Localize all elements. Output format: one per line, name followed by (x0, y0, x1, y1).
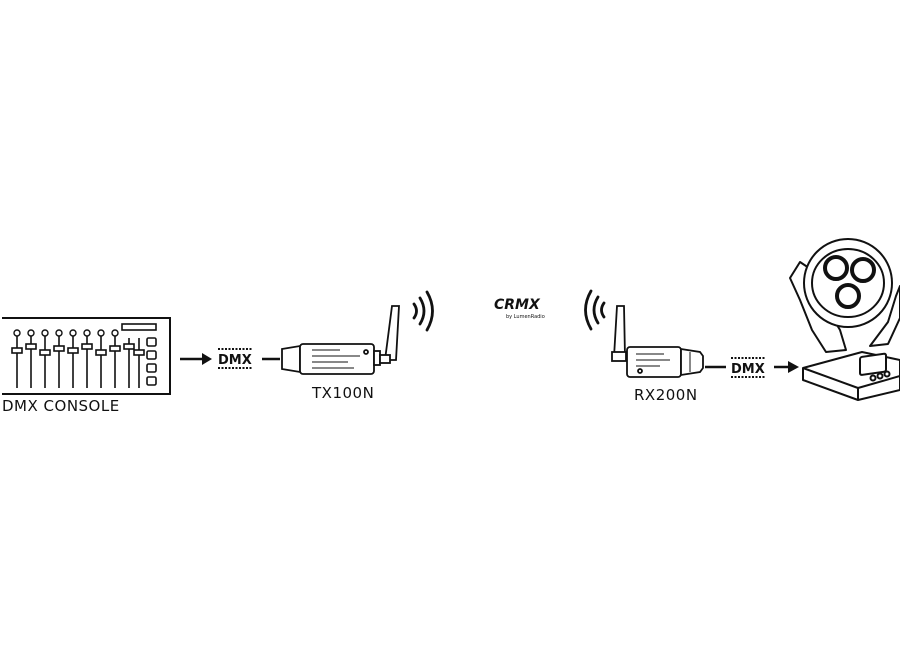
receiver-icon (626, 346, 704, 378)
console-label: DMX CONSOLE (2, 397, 120, 415)
antenna-icon (379, 305, 400, 364)
crmx-logo-byline: by LumenRadio (506, 314, 545, 320)
transmitter-label: TX100N (312, 384, 375, 402)
arrow-right-icon (180, 353, 212, 365)
receiver-label: RX200N (634, 386, 698, 404)
wireless-signal-icon (584, 289, 606, 331)
transmitter-icon (281, 343, 381, 375)
dmx-connector-icon: DMX (215, 347, 280, 369)
crmx-logo-name: CRMX (494, 297, 541, 313)
arrow-right-icon (774, 361, 799, 373)
wireless-signal-icon (412, 290, 434, 332)
dmx-tag-label: DMX (731, 362, 765, 377)
moving-head-light-icon (789, 238, 900, 401)
crmx-logo: CRMX by LumenRadio (494, 297, 545, 320)
dmx-console-icon (2, 317, 171, 395)
dmx-connector-icon: DMX (705, 356, 772, 378)
dmx-tag-label: DMX (218, 353, 252, 368)
antenna-icon (611, 305, 627, 362)
